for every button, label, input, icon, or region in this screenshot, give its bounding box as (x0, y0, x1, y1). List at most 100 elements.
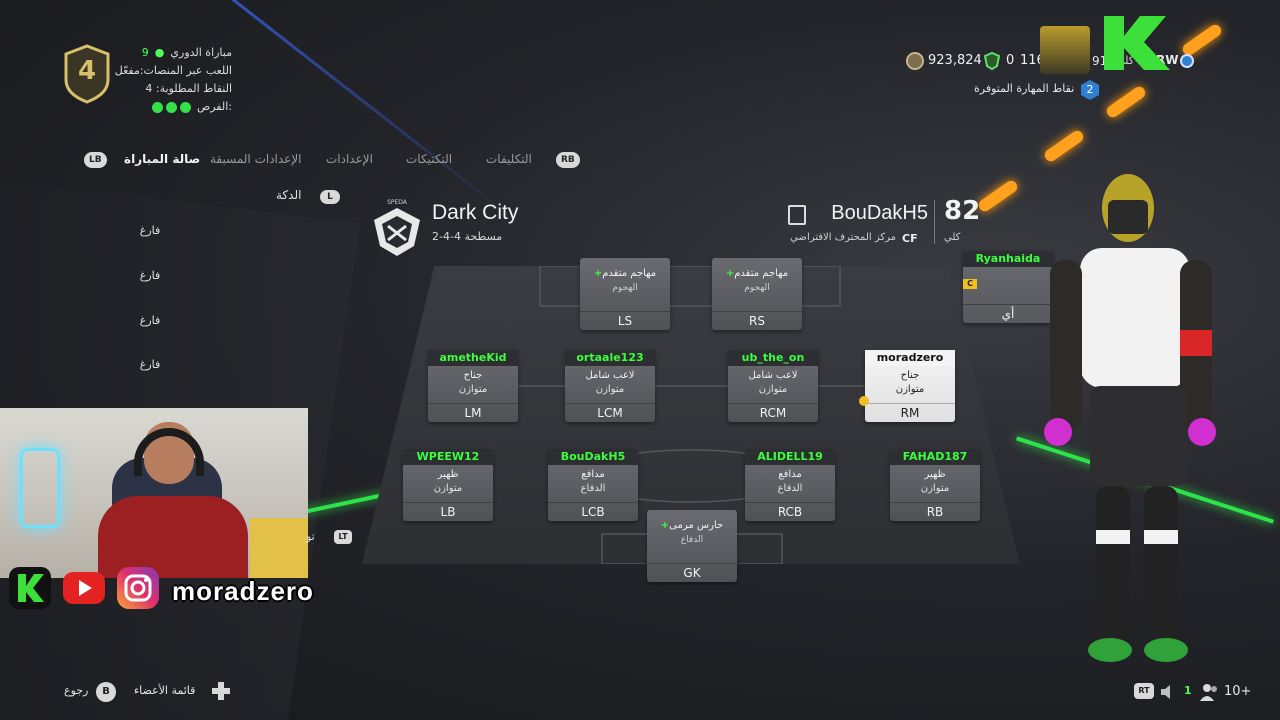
headphones-icon (134, 428, 204, 476)
manager-ovr-label: كلي (944, 232, 961, 243)
k-logo-icon (1104, 16, 1170, 70)
voice-count: 1 (1184, 684, 1192, 697)
tab-assignments[interactable]: التكليفات (486, 152, 532, 166)
league-match-count: 9 (141, 46, 149, 59)
captain-badge: C (963, 279, 977, 289)
player-card-lcb[interactable]: BouDakH5 مدافع الدفاع LCB (548, 449, 638, 521)
player-ovr: 91 (1092, 54, 1108, 68)
manager-ovr: 82 (944, 196, 981, 226)
club-crest-icon: SPEDA (374, 199, 420, 256)
pc-icon (788, 205, 806, 225)
position-label: أي (963, 304, 1053, 323)
skill-points-value: 2 (1081, 80, 1099, 100)
player-card-gk[interactable]: +حارس مرمى الدفاع GK (647, 510, 737, 582)
league-match-label: مباراة الدوري (170, 46, 232, 59)
tokens-count: 116 (1020, 53, 1045, 68)
lt-label: تو (306, 530, 315, 543)
bench-slot[interactable]: فارغ (139, 269, 161, 282)
manager-name: BouDakH5 (831, 202, 928, 224)
position-label: RCB (745, 502, 835, 521)
player-role: ظهير (924, 469, 946, 480)
tab-tactics[interactable]: التكتيكات (406, 152, 453, 166)
role-title: حارس مرمى (669, 520, 724, 531)
position-label: RB (890, 502, 980, 521)
role-title: مهاجم متقدم (734, 268, 789, 279)
back-label[interactable]: رجوع (64, 684, 89, 697)
player-style: متوازن (595, 384, 625, 395)
player-style: متوازن (758, 384, 788, 395)
position-label: RS (712, 311, 802, 330)
player-role: مدافع (581, 469, 605, 480)
manager-position: CF (902, 232, 918, 245)
svg-text:SPEDA: SPEDA (387, 199, 408, 206)
position-label: LCB (548, 502, 638, 521)
player-name: WPEEW12 (403, 449, 493, 465)
player-style: متوازن (458, 384, 488, 395)
player-card-rs[interactable]: +مهاجم متقدم الهجوم RS (712, 258, 802, 330)
points-count: 0 (1006, 53, 1015, 68)
player-style: متوازن (895, 384, 925, 395)
rb-button[interactable]: RB (556, 152, 580, 168)
player-card-rm[interactable]: moradzero جناح متوازن RM (859, 350, 955, 422)
player-portrait (1040, 26, 1090, 74)
bench-slot[interactable]: فارغ (139, 224, 161, 237)
player-name: Ryanhaida (963, 251, 1053, 267)
position-label: RM (865, 403, 955, 422)
lt-button[interactable]: LT (334, 530, 352, 544)
player-card-sub[interactable]: Ryanhaida C أي (963, 251, 1053, 323)
player-role: جناح (463, 370, 483, 381)
manager-role: مركز المحترف الافتراضي (790, 232, 896, 243)
player-style: الدفاع (580, 483, 606, 494)
team-formation: مسطحة 4-4-2 (432, 230, 503, 243)
player-style: متوازن (433, 483, 463, 494)
tab-presets[interactable]: الإعدادات المسبقة (210, 152, 302, 166)
speaker-icon (1161, 685, 1170, 699)
position-label: LS (580, 311, 670, 330)
cam-shirt (98, 496, 248, 578)
position-label: LCM (565, 403, 655, 422)
player-style: متوازن (920, 483, 950, 494)
coin-count: 923,824 (928, 53, 982, 68)
players-count: 10+ (1224, 684, 1252, 699)
person-icon: ● (154, 46, 165, 59)
role-focus: الهجوم (612, 283, 638, 293)
player-name: moradzero (865, 350, 955, 366)
role-focus: الدفاع (680, 535, 704, 545)
player-card-lcm[interactable]: ortaale123 لاعب شامل متوازن LCM (565, 350, 655, 422)
player-card-lb[interactable]: WPEEW12 ظهير متوازن LB (403, 449, 493, 521)
player-card-ls[interactable]: +مهاجم متقدم الهجوم LS (580, 258, 670, 330)
b-button[interactable]: B (96, 682, 116, 702)
coin-icon (906, 52, 924, 70)
rt-button[interactable]: RT (1134, 683, 1154, 699)
player-card-rcm[interactable]: ub_the_on لاعب شامل متوازن RCM (728, 350, 818, 422)
player-name: BouDakH5 (548, 449, 638, 465)
player-render (1044, 174, 1216, 662)
crossplay-status: اللعب عبر المنصات:مفعّل (114, 64, 232, 77)
position-label: LB (403, 502, 493, 521)
player-name: ametheKid (428, 350, 518, 366)
player-card-rcb[interactable]: ALIDELL19 مدافع الدفاع RCB (745, 449, 835, 521)
divider (934, 200, 935, 244)
points-needed: النقاط المطلوبة: 4 (145, 82, 232, 95)
player-role: مدافع (778, 469, 802, 480)
team-name: Dark City (432, 201, 519, 224)
star-icon (859, 396, 869, 406)
player-card-rb[interactable]: FAHAD187 ظهير متوازن RB (890, 449, 980, 521)
lb-button[interactable]: LB (84, 152, 107, 168)
position-label: RCM (728, 403, 818, 422)
tab-match-lounge[interactable]: صالة المباراة (124, 152, 201, 166)
player-role: لاعب شامل (585, 370, 635, 381)
l-button[interactable]: L (320, 190, 340, 204)
player-card-lm[interactable]: ametheKid جناح متوازن LM (428, 350, 518, 422)
status-icon (1180, 54, 1194, 68)
objective-panel: 9 ● مباراة الدوري اللعب عبر المنصات:مفعّ… (52, 44, 232, 116)
bench-slot[interactable]: فارغ (139, 314, 161, 327)
player-name: ALIDELL19 (745, 449, 835, 465)
bench-slot[interactable]: فارغ (139, 358, 161, 371)
dpad-icon (212, 682, 230, 700)
tab-settings[interactable]: الإعدادات (326, 152, 373, 166)
chances-dots (149, 98, 191, 116)
members-list-label[interactable]: قائمة الأعضاء (134, 684, 196, 697)
skill-points-label: نقاط المهارة المتوفرة (974, 82, 1075, 95)
player-role: جناح (900, 370, 920, 381)
